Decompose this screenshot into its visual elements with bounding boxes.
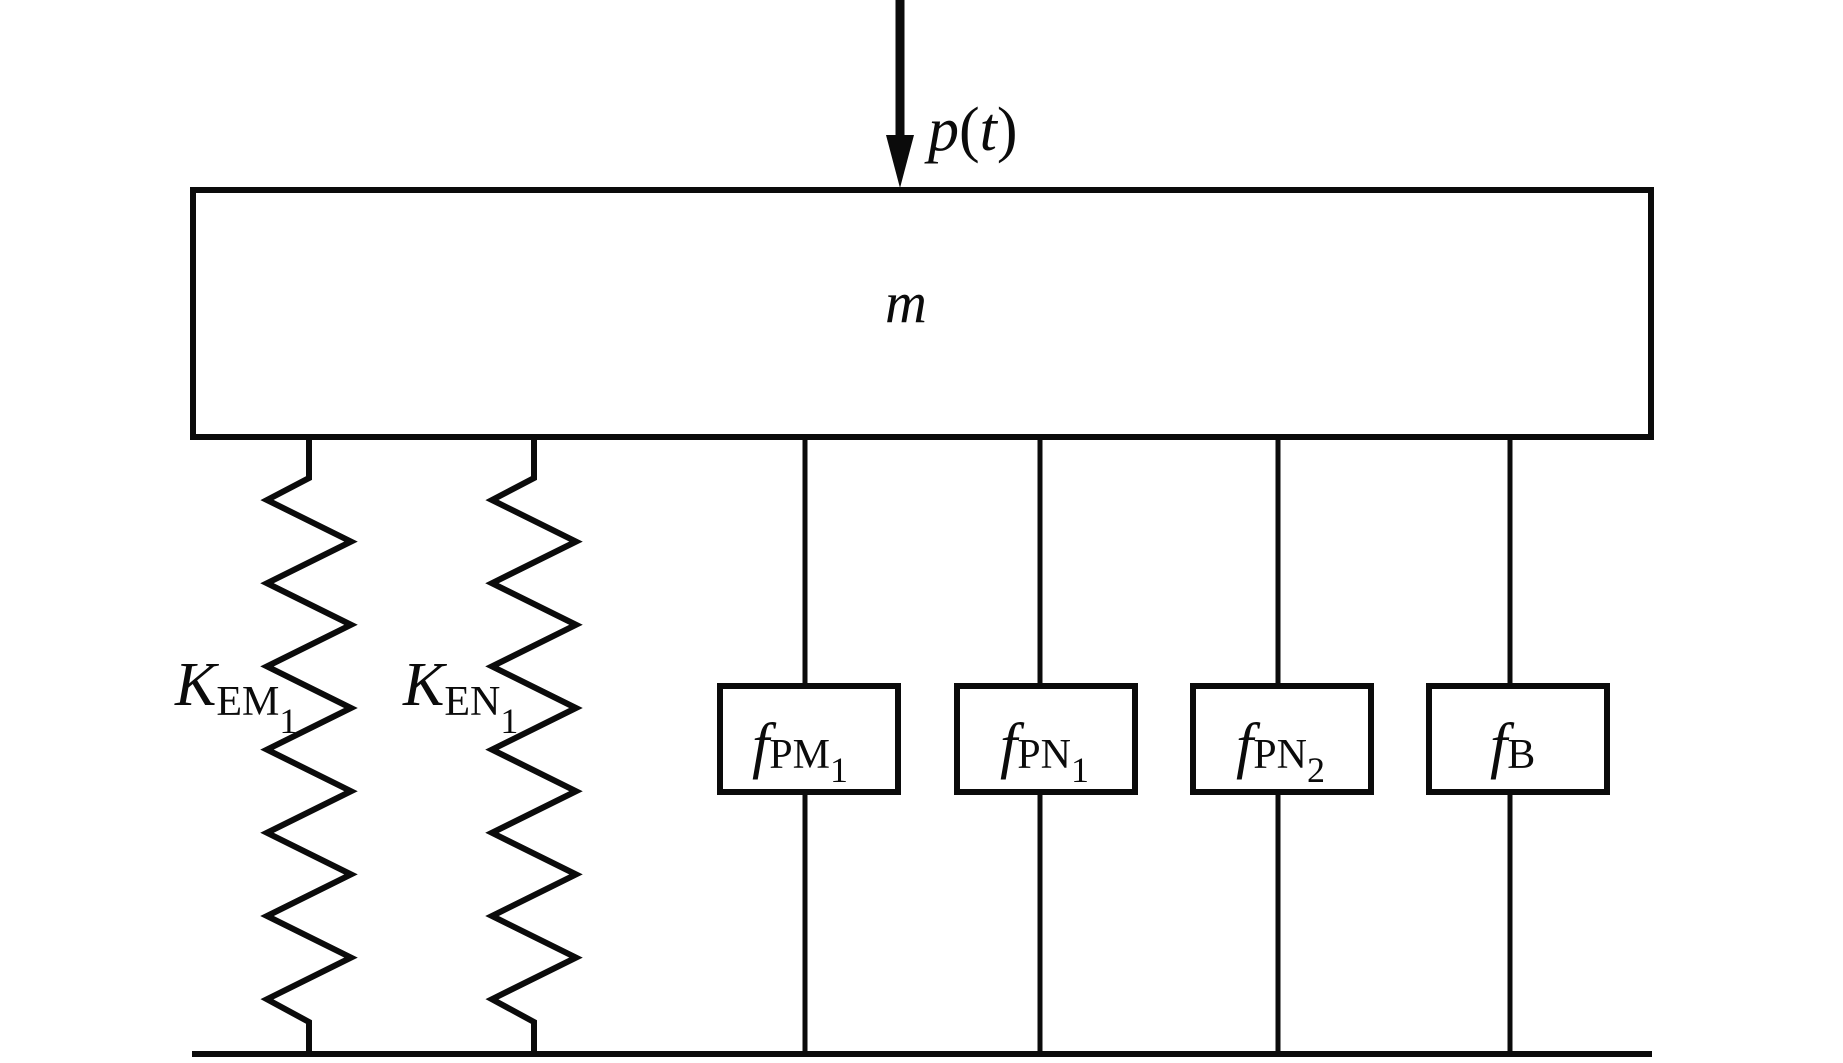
mass-block [190,187,1654,440]
element-subscript: PN [1017,732,1071,778]
element-box [1426,683,1610,795]
resistance-element-fb: fB [1426,437,1610,1054]
element-subscript-index: 1 [1071,750,1089,790]
load-arrow-head-icon [886,135,914,188]
element-subscript-index: 2 [1307,750,1325,790]
spring-label-ken1: KEN1 [402,651,518,741]
spring-symbol: K [402,651,448,719]
element-subscript: PM [769,732,830,778]
element-label: fB [1490,712,1535,780]
resistance-element-fpn2: fPN2 [1190,437,1374,1054]
element-box [1190,683,1374,795]
load-argument: t [980,96,999,164]
resistance-element-fpn1: fPN1 [954,437,1138,1054]
spring-ken1-icon [485,440,583,1054]
spring-subscript: EN [444,679,500,725]
springs-group [260,440,583,1054]
element-box [717,683,901,795]
spring-subscript-index: 1 [279,701,297,741]
load-symbol: p [924,96,959,164]
spring-subscript-index: 1 [500,701,518,741]
spring-label-kem1: KEM1 [174,651,297,741]
spring-kem1-icon [260,440,358,1054]
resistance-element-fpm1: fPM1 [717,437,901,1054]
spring-subscript: EM [216,679,279,725]
mass-label: m [885,270,927,335]
element-subscript: B [1507,732,1535,778]
load-arrow [886,0,914,188]
element-subscript-index: 1 [830,750,848,790]
element-subscript: PN [1253,732,1307,778]
element-label: fPN1 [1000,712,1089,790]
load-paren-open: ( [959,96,980,164]
load-paren-close: ) [997,96,1018,164]
element-box [954,683,1138,795]
load-label: p(t) [924,96,1018,164]
spring-symbol: K [174,651,220,719]
